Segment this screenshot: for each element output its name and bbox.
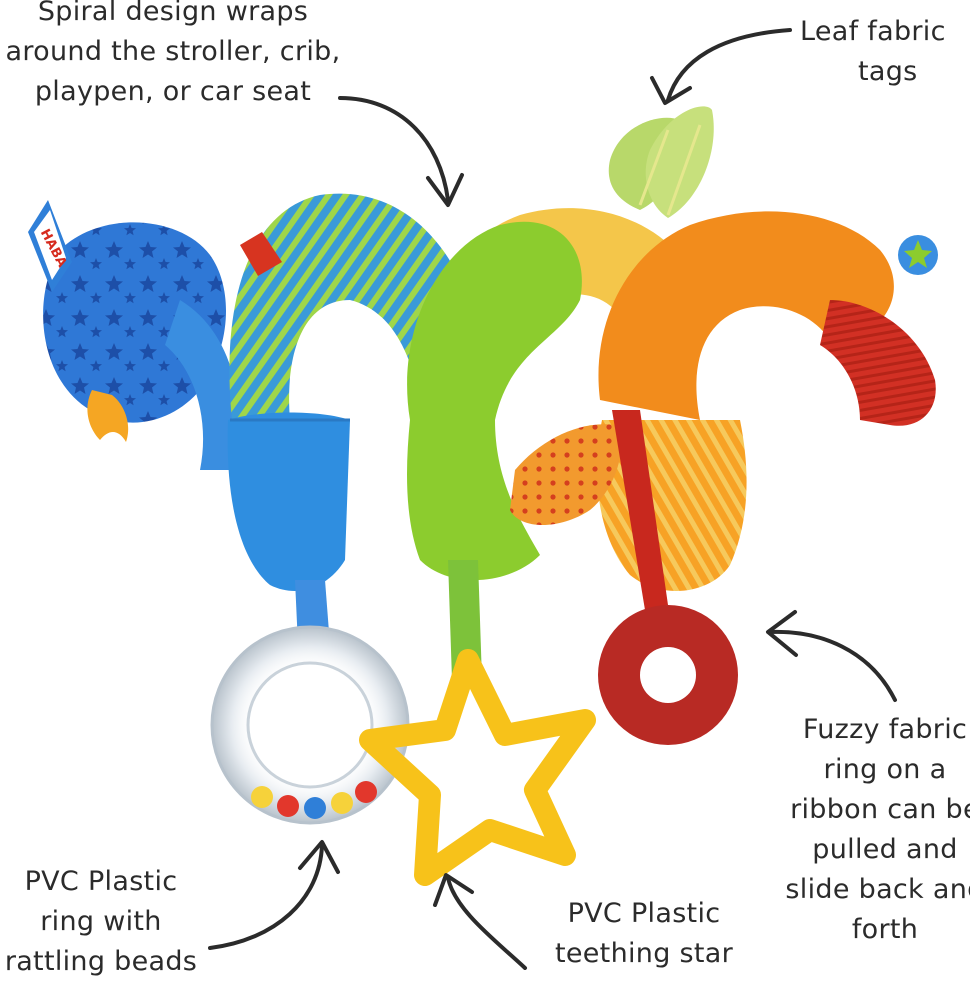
- callout-line: PVC Plastic: [24, 866, 178, 897]
- callout-line: tags: [858, 56, 918, 87]
- green-yellow-loop: [407, 208, 700, 680]
- arrow-star: [446, 876, 527, 970]
- callout-line: rattling beads: [4, 946, 198, 977]
- callout-line: Spiral design wraps: [37, 0, 309, 27]
- callout-line: teething star: [554, 938, 734, 969]
- callout-line: playpen, or car seat: [34, 76, 312, 107]
- fuzzy-ring: [598, 410, 738, 745]
- callout-line: ring on a: [823, 754, 947, 785]
- callout-leaf-tags: Leaf fabric tags: [800, 12, 970, 92]
- arrow-fuzzy-head: [766, 610, 798, 657]
- arrow-leaf: [666, 28, 792, 102]
- arrow-fuzzy: [768, 629, 897, 702]
- rattling-beads: [251, 781, 377, 819]
- callout-line: ribbon can be: [790, 794, 970, 825]
- callout-spiral-design: Spiral design wraps around the stroller,…: [0, 0, 358, 112]
- callout-line: PVC Plastic: [567, 898, 721, 929]
- callout-line: ring with: [40, 906, 162, 937]
- clear-rattle-ring: [210, 625, 410, 825]
- callout-line: forth: [851, 914, 919, 945]
- callout-line: Leaf fabric: [800, 16, 946, 47]
- callout-arrows: [208, 28, 897, 970]
- callout-line: slide back and: [785, 874, 970, 905]
- red-fabric-tag: [240, 232, 282, 276]
- callout-line: around the stroller, crib,: [5, 36, 341, 67]
- callout-plastic-ring: PVC Plastic ring with rattling beads: [0, 862, 216, 982]
- arrow-ring: [208, 843, 324, 950]
- callout-fuzzy-ring: Fuzzy fabric ring on a ribbon can be pul…: [770, 710, 970, 950]
- haba-brand-tag: HABA: [28, 200, 72, 292]
- blue-bird-head: HABA: [28, 200, 239, 470]
- arrow-spiral: [338, 96, 450, 202]
- arrow-star-head: [433, 873, 474, 907]
- callout-line: pulled and: [812, 834, 958, 865]
- striped-loop: [227, 193, 470, 645]
- arrow-leaf-head: [650, 76, 692, 105]
- leaf-fabric-tags: [608, 106, 714, 218]
- callout-line: Fuzzy fabric: [802, 714, 968, 745]
- teething-star: [359, 649, 596, 886]
- arrow-ring-head: [298, 840, 340, 874]
- green-ribbon: [448, 560, 482, 680]
- callout-teething-star: PVC Plastic teething star: [544, 894, 744, 974]
- dotted-fabric-tag: [510, 424, 621, 525]
- arrow-spiral-head: [426, 173, 464, 207]
